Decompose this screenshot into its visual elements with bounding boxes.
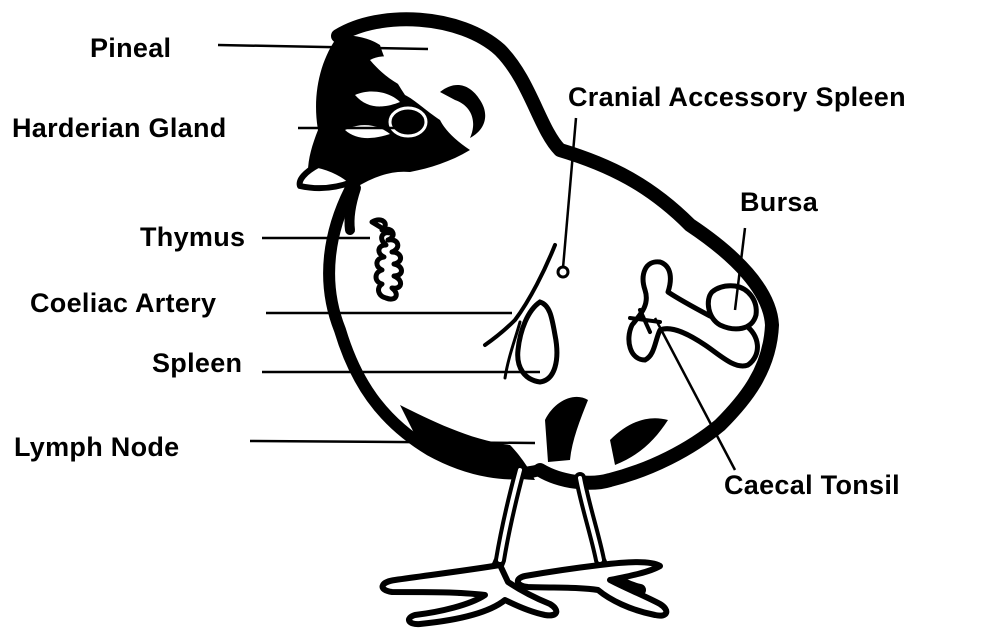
eye [390, 108, 426, 136]
label-coeliac-artery: Coeliac Artery [30, 288, 216, 318]
belly-feather-tufts [545, 397, 668, 465]
lymph-node-leader [250, 441, 535, 443]
cranial-accessory-spleen-leader [563, 118, 576, 268]
thymus-organ [372, 220, 402, 299]
pineal-leader [218, 45, 428, 49]
right-leg-inner [580, 478, 600, 560]
labels: Pineal Harderian Gland Thymus Coeliac Ar… [12, 33, 906, 500]
spleen-organ [518, 302, 557, 382]
cranial-accessory-spleen-organ [558, 267, 568, 277]
label-lymph-node: Lymph Node [14, 432, 180, 462]
label-caecal-tonsil: Caecal Tonsil [724, 470, 900, 500]
label-pineal: Pineal [90, 33, 171, 63]
label-bursa: Bursa [740, 187, 819, 217]
bursa-organ [708, 286, 756, 329]
neck-outline [349, 188, 356, 230]
label-harderian-gland: Harderian Gland [12, 113, 227, 143]
label-spleen: Spleen [152, 348, 242, 378]
label-cranial-accessory-spleen: Cranial Accessory Spleen [568, 82, 906, 112]
head-tuft [440, 85, 485, 138]
label-thymus: Thymus [140, 222, 245, 252]
